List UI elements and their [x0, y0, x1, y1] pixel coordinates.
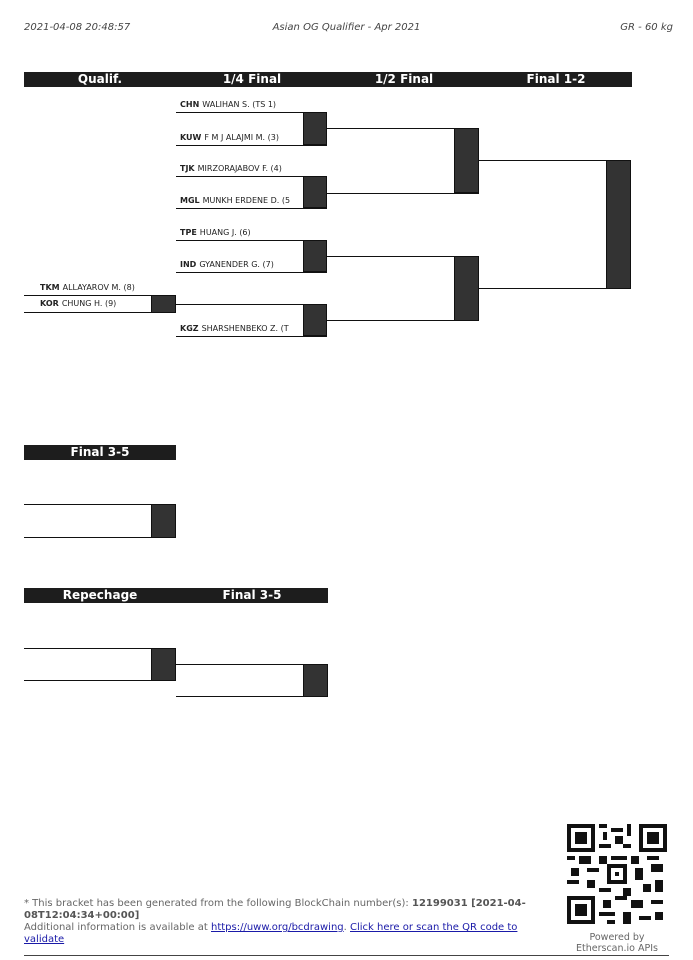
bracket-line [176, 145, 327, 146]
match-score-box [303, 664, 328, 697]
bracket-line [327, 320, 479, 321]
footnote-text: * This bracket has been generated from t… [24, 898, 409, 909]
match-score-box [303, 176, 327, 208]
round-label-semi-final: 1/2 Final [374, 72, 434, 86]
bracket-line [176, 664, 328, 665]
round-label-final: Final 1-2 [526, 72, 586, 86]
blockchain-number: 12199031 [2021-04-08T12:04:34+00:00] [24, 898, 526, 921]
bracket-line [24, 295, 176, 296]
match-score-box [454, 128, 479, 193]
bracket-line [176, 336, 327, 337]
bracket-line [479, 288, 631, 289]
generated-timestamp: 2021-04-08 20:48:57 [24, 22, 131, 33]
bracket-line [176, 304, 327, 305]
round-label-repechage: Repechage [62, 588, 138, 602]
match-score-box [151, 504, 176, 538]
bcdrawing-link[interactable]: https://uww.org/bcdrawing [211, 922, 344, 933]
round-label-qualif: Qualif. [77, 72, 123, 86]
final-3-5-title: Final 3-5 [70, 445, 130, 459]
round-label-final-3-5: Final 3-5 [222, 588, 282, 602]
powered-by-label: Powered by Etherscan.io APIs [576, 932, 658, 954]
bracket-line [327, 256, 479, 257]
match-score-box [303, 240, 327, 272]
validate-link[interactable]: Click here or scan the QR code to valida… [24, 922, 518, 945]
bracket-line [24, 680, 176, 681]
qr-code-icon[interactable] [567, 824, 667, 924]
bracket-line [176, 208, 327, 209]
match-score-box [303, 112, 327, 145]
info-text: Additional information is available at [24, 922, 208, 933]
bracket-line [24, 648, 176, 649]
bracket-line [176, 112, 327, 113]
match-score-box [606, 160, 631, 289]
blockchain-footnote: * This bracket has been generated from t… [24, 898, 526, 945]
bracket-line [327, 193, 479, 194]
bracket-line [176, 696, 328, 697]
round-header-bar: Qualif. 1/4 Final 1/2 Final Final 1-2 [24, 72, 632, 87]
match-score-box [303, 304, 327, 336]
bracket-line [24, 312, 176, 313]
bracket-line [24, 537, 176, 538]
repechage-header-bar: Repechage Final 3-5 [24, 588, 328, 603]
final-3-5-header-bar: Final 3-5 [24, 445, 176, 460]
bracket-line [327, 128, 479, 129]
bracket-line [479, 160, 631, 161]
bracket-line [176, 272, 327, 273]
bracket-line [24, 504, 176, 505]
round-label-quarter-final: 1/4 Final [222, 72, 282, 86]
match-score-box [151, 648, 176, 681]
bottom-rule [24, 955, 669, 956]
match-score-box [151, 295, 176, 313]
bracket-line [176, 240, 327, 241]
match-score-box [454, 256, 479, 321]
event-title: Asian OG Qualifier - Apr 2021 [272, 22, 421, 33]
bracket-line [176, 176, 327, 177]
weight-category: GR - 60 kg [620, 22, 673, 33]
